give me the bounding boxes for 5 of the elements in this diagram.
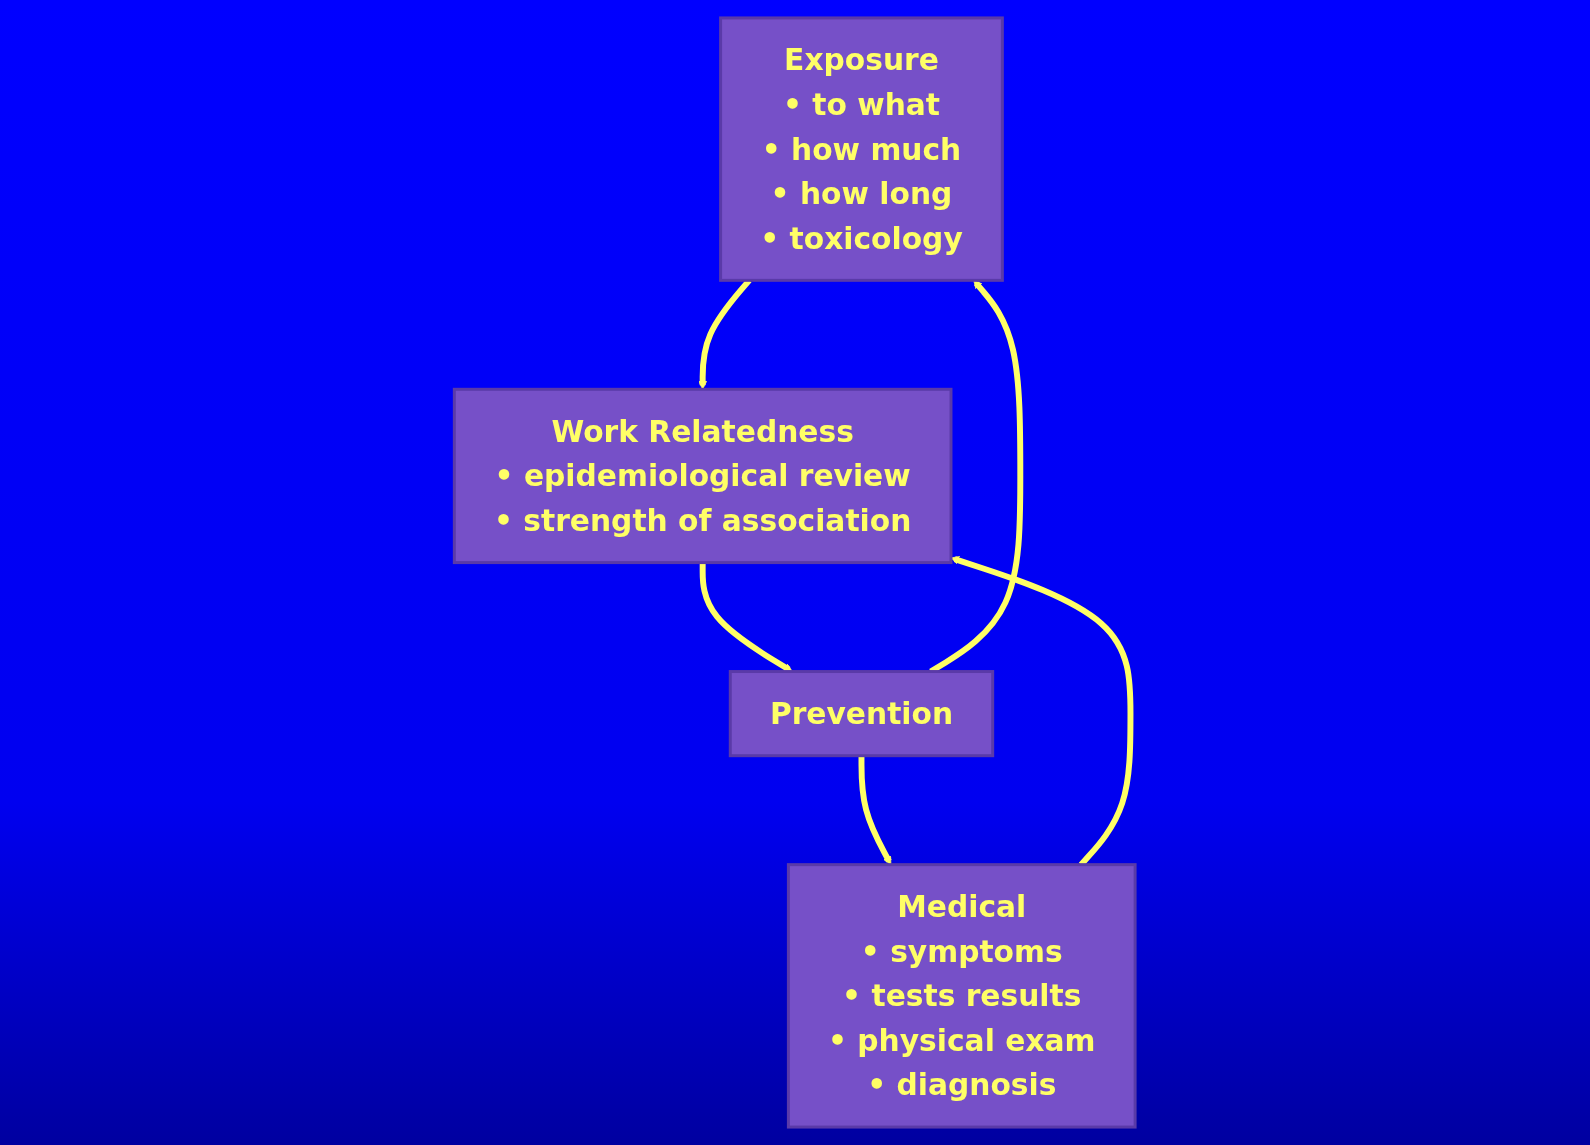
arrow [699,562,793,672]
node-box: Exposure • to what • how much • how long • toxicology [719,16,1005,282]
node-box: Work Relatedness • epidemiological review • strength of association [453,387,953,565]
node-box: Medical • symptoms • tests results • physical exam • diagnosis [787,863,1137,1129]
node-box: Prevention [729,670,995,758]
